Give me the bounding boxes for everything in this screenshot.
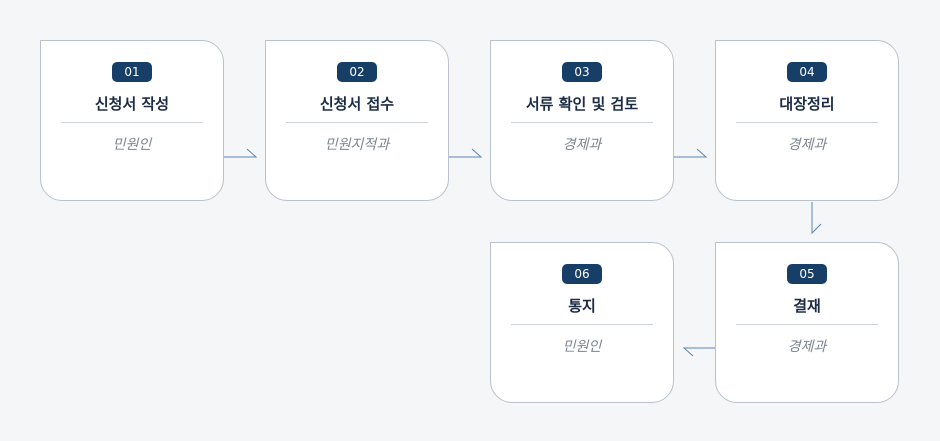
- step-number-badge: 06: [562, 264, 602, 284]
- step-2: 02 신청서 접수 민원지적과: [265, 40, 449, 201]
- arrow-step1-to-step2: [224, 148, 258, 158]
- step-6: 06 통지 민원인: [490, 242, 674, 403]
- step-divider: [511, 122, 653, 123]
- step-title: 결재: [793, 297, 821, 315]
- step-title: 신청서 접수: [319, 95, 395, 113]
- step-divider: [286, 122, 428, 123]
- arrow-step5-to-step6: [682, 347, 716, 357]
- step-number-badge: 01: [112, 62, 152, 82]
- step-department: 경제과: [562, 137, 602, 153]
- step-title: 신청서 작성: [94, 95, 170, 113]
- step-divider: [511, 324, 653, 325]
- arrow-step4-to-step5: [811, 202, 822, 235]
- step-5: 05 결재 경제과: [715, 242, 899, 403]
- arrow-step2-to-step3: [449, 148, 483, 158]
- step-3: 03 서류 확인 및 검토 경제과: [490, 40, 674, 201]
- step-title: 통지: [568, 297, 596, 315]
- step-department: 민원인: [112, 137, 152, 153]
- step-number-badge: 02: [337, 62, 377, 82]
- step-department: 민원인: [562, 339, 602, 355]
- arrow-step3-to-step4: [674, 148, 708, 158]
- step-department: 경제과: [787, 137, 827, 153]
- step-number-badge: 04: [787, 62, 827, 82]
- step-4: 04 대장정리 경제과: [715, 40, 899, 201]
- step-divider: [61, 122, 203, 123]
- step-divider: [736, 324, 878, 325]
- step-title: 서류 확인 및 검토: [525, 95, 639, 113]
- step-number-badge: 05: [787, 264, 827, 284]
- step-divider: [736, 122, 878, 123]
- step-1: 01 신청서 작성 민원인: [40, 40, 224, 201]
- step-department: 민원지적과: [324, 137, 390, 153]
- step-department: 경제과: [787, 339, 827, 355]
- step-number-badge: 03: [562, 62, 602, 82]
- step-title: 대장정리: [779, 95, 835, 113]
